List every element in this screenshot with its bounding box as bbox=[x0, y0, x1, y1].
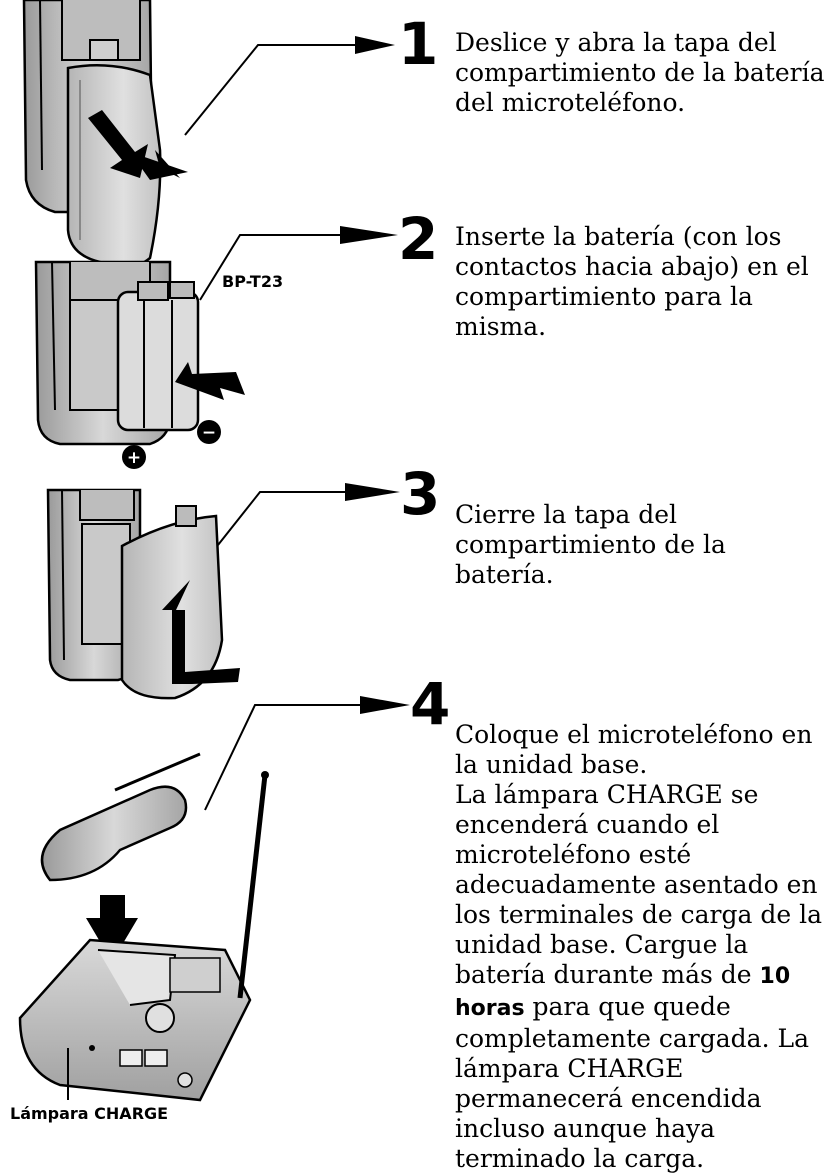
step-2-number: 2 bbox=[398, 205, 439, 273]
plus-sign: + bbox=[127, 448, 141, 468]
step-4-number: 4 bbox=[410, 670, 451, 738]
step-4-details: La lámpara CHARGE se encenderá cuando el… bbox=[455, 780, 822, 1173]
battery-pack bbox=[116, 281, 200, 432]
minus-sign: − bbox=[202, 423, 216, 443]
battery-model-label: BP-T23 bbox=[222, 272, 284, 291]
callout-arrowheads bbox=[340, 36, 410, 714]
step1-illustration bbox=[22, 0, 188, 269]
callout-lines bbox=[184, 44, 360, 811]
step-3-text: Cierre la tapa del compartimiento de la … bbox=[455, 500, 726, 589]
charge-lamp-label: Lámpara CHARGE bbox=[10, 1104, 169, 1123]
step3-illustration bbox=[46, 488, 240, 700]
step2-illustration: + − bbox=[34, 260, 245, 469]
step-4-intro: Coloque el microteléfono en la unidad ba… bbox=[455, 720, 813, 779]
step-3-number: 3 bbox=[400, 460, 441, 528]
step-1-text: Deslice y abra la tapa del compartimient… bbox=[455, 28, 825, 117]
step-4-text: Coloque el microteléfono en la unidad ba… bbox=[455, 720, 833, 1174]
step-1-number: 1 bbox=[398, 10, 439, 78]
instruction-illustrations: + − bbox=[18, 0, 410, 1102]
step4-illustration bbox=[18, 752, 269, 1102]
step-2-text: Inserte la batería (con los contactos ha… bbox=[455, 222, 809, 341]
charge-duration: 10 horas bbox=[455, 964, 791, 1021]
